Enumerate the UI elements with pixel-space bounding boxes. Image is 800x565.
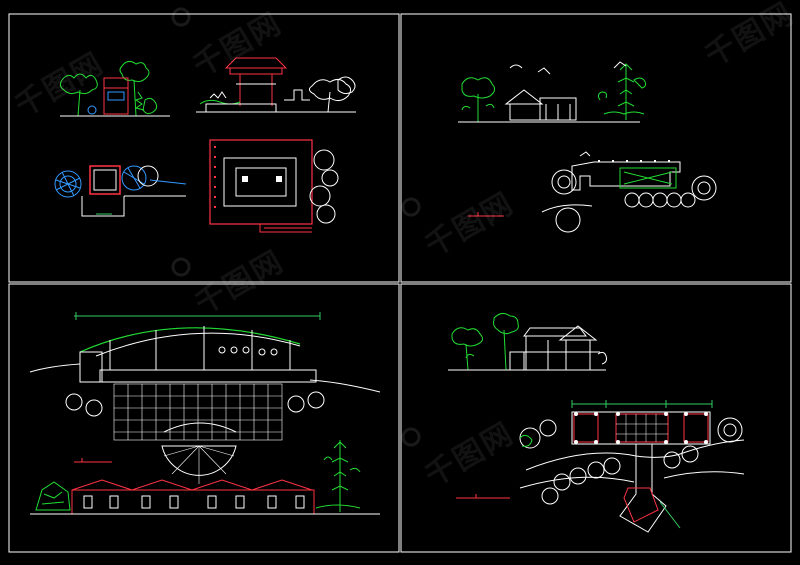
hall-plan [29,312,381,417]
courtyard-grid [113,383,283,484]
tree-cluster-left [59,60,158,117]
bridge-sheet [448,312,745,533]
bridge-plan [456,400,745,533]
sheet-frames [8,13,792,553]
small-pavilion-plan [54,165,187,217]
frame-top-left [8,13,400,283]
small-pavilion-elevation [59,60,170,117]
hall-elevation [30,440,380,515]
bridge-pavilion-elevation [448,312,607,371]
frame-bottom-left [8,283,400,553]
building-sheet [29,312,381,515]
corridor-elevation [458,61,647,123]
frame-top-right [400,13,792,283]
gate-elevation [196,57,356,113]
frame-bottom-right [400,283,792,553]
corridor-plan [468,151,717,233]
logo-icon [171,7,421,447]
gate-pavilion-plan [209,139,339,233]
corridor-sheet [458,61,717,233]
pavilion-sheet [54,57,356,233]
